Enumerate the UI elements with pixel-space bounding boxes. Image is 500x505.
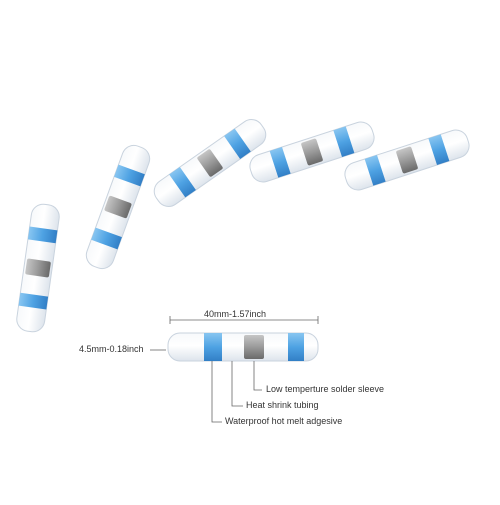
adhesive-ring-right [27, 226, 58, 244]
adhesive-ring-left [18, 292, 49, 310]
adhesive-ring-right [428, 134, 450, 165]
solder-sleeve [396, 146, 418, 174]
length-dimension [169, 316, 319, 324]
solder-sleeve-label: Low temperture solder sleeve [266, 384, 385, 394]
leader-adhesive [211, 361, 222, 423]
solder-connector-4 [249, 121, 375, 183]
length-label: 40mm-1.57inch [204, 309, 267, 319]
adhesive-ring-right [114, 164, 145, 187]
solder-connector-5 [344, 129, 470, 191]
leader-lines [211, 361, 262, 423]
adhesive-ring-left [91, 227, 122, 250]
adhesive-label: Waterproof hot melt adgesive [225, 416, 343, 426]
solder-sleeve [244, 335, 264, 359]
solder-sleeve [301, 138, 323, 166]
adhesive-ring-right [333, 126, 355, 157]
adhesive-ring-right [288, 333, 304, 361]
leader-solder [253, 361, 262, 391]
adhesive-ring-right [224, 128, 251, 159]
adhesive-ring-left [269, 147, 291, 178]
adhesive-ring-left [169, 167, 196, 198]
solder-sleeve [197, 149, 223, 177]
shrink-tubing-label: Heat shrink tubing [246, 400, 319, 410]
solder-connector-1 [16, 203, 60, 333]
solder-connector-2 [85, 144, 151, 270]
solder-sleeve [104, 195, 132, 219]
adhesive-ring-left [364, 155, 386, 186]
solder-connector-3 [153, 119, 267, 207]
leader-shrink [231, 361, 243, 407]
solder-sleeve [25, 258, 51, 278]
adhesive-ring-left [204, 333, 222, 361]
diameter-label: 4.5mm-0.18inch [79, 344, 144, 354]
reference-connector [167, 332, 319, 362]
